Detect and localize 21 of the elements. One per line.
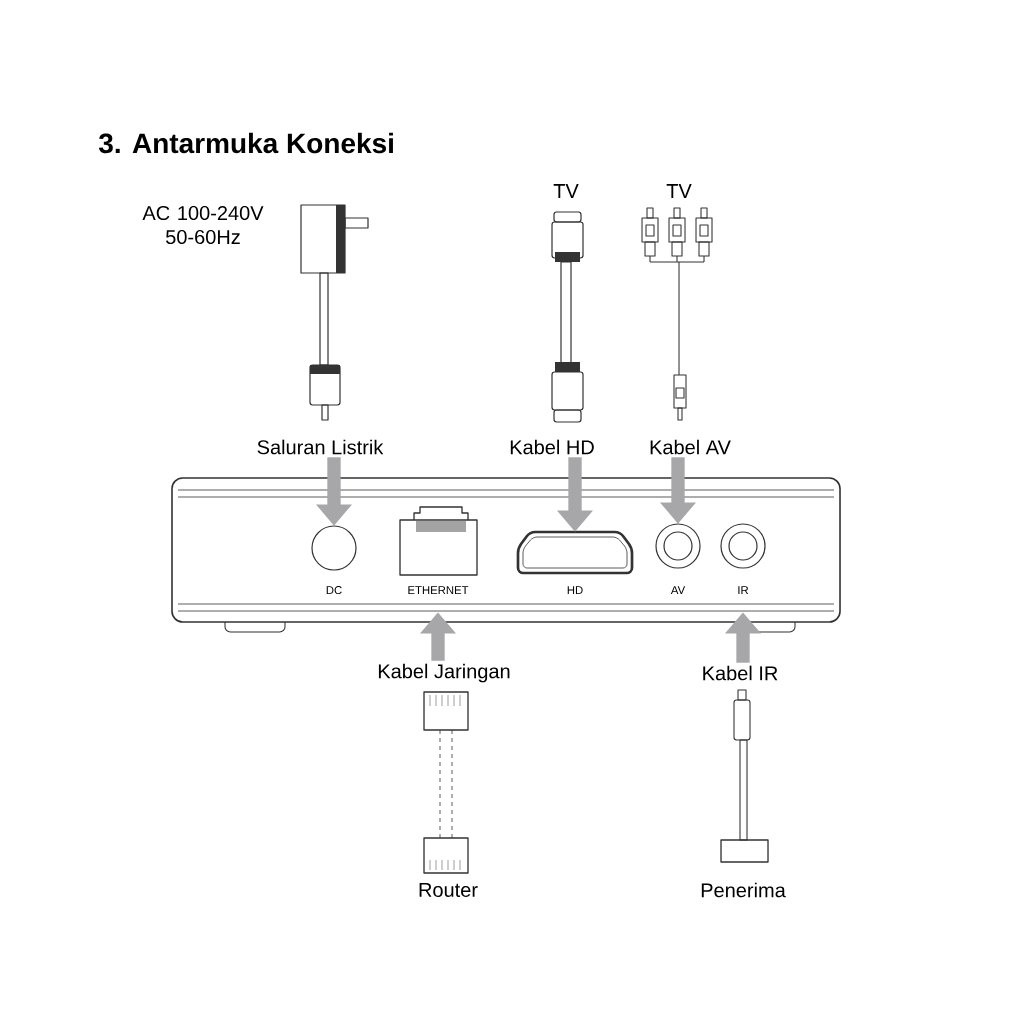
callout-label: Router bbox=[419, 883, 478, 897]
callout-label: TV bbox=[666, 184, 692, 198]
title: 3. Antarmuka Koneksi bbox=[98, 132, 393, 154]
cable-label: Kabel AV bbox=[650, 439, 731, 455]
node-label: AV bbox=[670, 586, 686, 595]
node-label: DC bbox=[326, 586, 342, 595]
node-label: ETHERNET bbox=[408, 586, 469, 595]
port: HD bbox=[516, 530, 634, 594]
port: AV bbox=[655, 523, 701, 594]
node-label: IR bbox=[738, 586, 749, 595]
cable-label: Kabel IR bbox=[703, 665, 778, 681]
port: IR bbox=[720, 523, 766, 594]
cable-label: Kabel Jaringan bbox=[378, 663, 510, 683]
cable-label: Kabel HD bbox=[510, 439, 594, 455]
port: DC bbox=[311, 525, 357, 595]
node-label: HD bbox=[567, 586, 583, 595]
cable-label: Saluran Listrik bbox=[257, 439, 384, 455]
callout-label: TV bbox=[553, 184, 579, 198]
callout-label: Penerima bbox=[701, 882, 786, 898]
port: ETHERNET bbox=[399, 506, 478, 594]
callout-label: AC 100-240V 50-60Hz bbox=[142, 205, 264, 245]
